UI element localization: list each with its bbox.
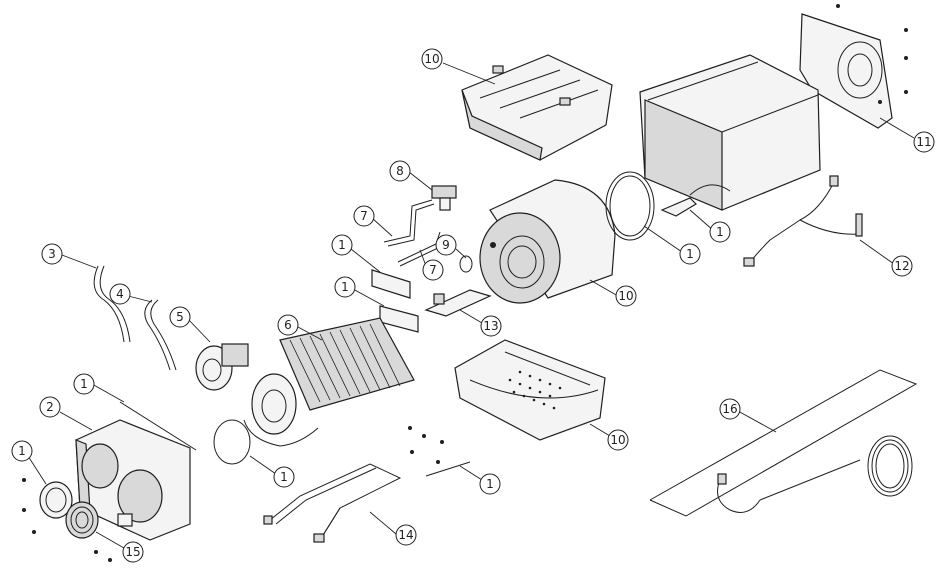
callout-10-cylinder-housing: 10 — [615, 285, 637, 307]
callout-label: 10 — [424, 52, 439, 66]
callout-label: 1 — [486, 477, 494, 491]
leader-lines — [27, 62, 915, 549]
part-small-clip — [660, 197, 697, 217]
callout-1-o-ring-heater: 1 — [273, 466, 295, 488]
callout-5-pump: 5 — [169, 306, 191, 328]
part-cable-assembly — [649, 369, 918, 517]
callout-2-front-housing: 2 — [39, 396, 61, 418]
callout-label: 1 — [341, 280, 349, 294]
callout-label: 1 — [80, 377, 88, 391]
callout-14-mounting-frame: 14 — [395, 524, 417, 546]
callout-label: 9 — [442, 238, 450, 252]
callout-label: 1 — [716, 225, 724, 239]
callout-16-cable-assembly: 16 — [719, 398, 741, 420]
front-housing-screws — [22, 478, 112, 562]
part-o-ring-heater — [213, 419, 251, 465]
callouts: 10 11 8 7 7 1 9 1 — [11, 48, 935, 563]
callout-label: 16 — [722, 402, 737, 416]
heat-exchanger-fins — [289, 323, 401, 403]
callout-15-grille: 15 — [122, 541, 144, 563]
part-screw-set — [408, 426, 471, 477]
callout-label: 7 — [360, 209, 368, 223]
callout-label: 5 — [176, 310, 184, 324]
part-bracket-upper — [371, 269, 411, 299]
part-bottom-tray — [454, 339, 606, 441]
part-thin-rod — [119, 401, 197, 451]
callout-label: 15 — [125, 545, 140, 559]
part-large-o-ring-inner — [609, 175, 651, 237]
part-heat-exchanger — [243, 317, 415, 447]
part-switch — [424, 289, 492, 317]
callout-label: 10 — [618, 289, 633, 303]
callout-label: 1 — [280, 470, 288, 484]
part-hose-4-inner — [150, 299, 177, 371]
callout-label: 3 — [48, 247, 56, 261]
callout-label: 10 — [610, 433, 625, 447]
callout-8-sensor: 8 — [389, 160, 411, 182]
callout-7-upper-tube: 7 — [353, 205, 375, 227]
callout-label: 7 — [429, 263, 437, 277]
callout-label: 1 — [686, 247, 694, 261]
callout-label: 8 — [396, 164, 404, 178]
part-wire-harness — [743, 175, 863, 267]
callout-1-thin-rod: 1 — [73, 373, 95, 395]
callout-10-bottom-tray: 10 — [607, 429, 629, 451]
callout-label: 1 — [338, 238, 346, 252]
part-pump — [195, 343, 249, 391]
callout-label: 11 — [916, 135, 931, 149]
callout-label: 14 — [398, 528, 413, 542]
callout-1-bracket-lower: 1 — [334, 276, 356, 298]
part-hose-3-inner — [99, 265, 131, 343]
callout-12-harness: 12 — [891, 255, 913, 277]
part-outer-shell — [639, 54, 821, 211]
part-hose-4 — [144, 299, 171, 371]
callout-1-bracket-upper: 1 — [331, 234, 353, 256]
callout-9-ring: 9 — [435, 234, 457, 256]
part-tube-upper-2 — [387, 203, 435, 247]
callout-1-collar: 1 — [11, 440, 33, 462]
tray-perforations — [508, 370, 562, 410]
part-tube-upper — [383, 199, 433, 243]
callout-label: 1 — [18, 444, 26, 458]
part-mounting-frame — [263, 463, 402, 543]
callout-6-heat-exchanger: 6 — [277, 314, 299, 336]
part-cylinder-housing — [479, 179, 616, 304]
part-front-housing — [75, 419, 191, 541]
part-top-tray — [461, 54, 613, 161]
part-bracket-lower — [379, 305, 419, 333]
callout-7-lower-tube: 7 — [422, 259, 444, 281]
callout-10-top-tray: 10 — [421, 48, 443, 70]
part-collar — [39, 481, 73, 519]
callout-1-clip: 1 — [709, 221, 731, 243]
part-grille — [65, 501, 99, 539]
callout-4-hose: 4 — [109, 283, 131, 305]
part-end-plate — [799, 4, 908, 129]
part-large-o-ring — [605, 171, 655, 241]
callout-13-switch: 13 — [480, 315, 502, 337]
callout-1-screw-set: 1 — [479, 473, 501, 495]
callout-label: 6 — [284, 318, 292, 332]
part-small-ring — [459, 255, 473, 273]
callout-1-o-ring: 1 — [679, 243, 701, 265]
callout-11-end-plate: 11 — [913, 131, 935, 153]
part-hose-3 — [93, 265, 125, 343]
callout-label: 13 — [483, 319, 498, 333]
part-sensor — [431, 185, 457, 211]
callout-label: 4 — [116, 287, 124, 301]
callout-3-hose: 3 — [41, 243, 63, 265]
callout-label: 12 — [894, 259, 909, 273]
callout-label: 2 — [46, 400, 54, 414]
